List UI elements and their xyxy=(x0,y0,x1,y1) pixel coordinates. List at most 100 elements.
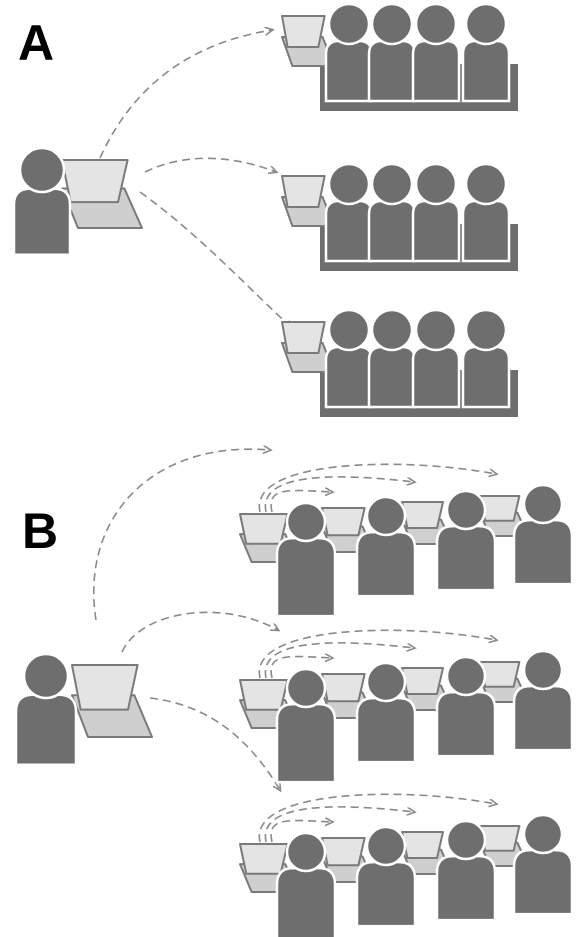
person-head xyxy=(464,162,508,206)
arrow-a-top xyxy=(99,30,272,159)
person-icon xyxy=(275,667,337,784)
person-body xyxy=(512,518,574,586)
laptop-icon xyxy=(281,321,335,373)
person-icon xyxy=(512,483,574,586)
panel-label-b: B xyxy=(22,503,58,559)
person-head xyxy=(327,162,371,206)
person-icon xyxy=(12,146,72,256)
audience-group-a xyxy=(281,162,518,271)
person-body xyxy=(324,345,374,409)
person-head xyxy=(370,2,414,46)
person-head xyxy=(414,162,458,206)
person-body xyxy=(355,530,417,598)
person-body xyxy=(435,854,497,922)
laptop-screen xyxy=(321,507,366,537)
person-head xyxy=(327,308,371,352)
arrow-b-peer xyxy=(264,806,414,843)
person-body xyxy=(12,187,72,256)
laptop-screen xyxy=(71,664,139,711)
person-icon xyxy=(367,162,417,263)
laptop-screen xyxy=(401,501,444,530)
laptop-screen xyxy=(239,679,289,711)
person-head xyxy=(522,483,564,525)
peer-group-b xyxy=(239,813,574,937)
person-icon xyxy=(411,308,461,409)
person-icon xyxy=(435,655,497,758)
person-icon xyxy=(324,308,374,409)
person-icon xyxy=(512,813,574,916)
person-icon xyxy=(435,489,497,592)
person-icon xyxy=(275,831,337,937)
person-head xyxy=(464,2,508,46)
arrow-a-middle xyxy=(144,157,276,172)
person-icon xyxy=(461,308,511,409)
person-head xyxy=(414,2,458,46)
person-head xyxy=(445,489,487,531)
person-body xyxy=(435,524,497,592)
person-icon xyxy=(355,495,417,598)
person-body xyxy=(355,860,417,928)
arrow-b-peer xyxy=(258,629,496,679)
person-icon xyxy=(461,162,511,263)
person-icon xyxy=(367,2,417,103)
peer-group-b xyxy=(239,649,574,784)
person-head xyxy=(285,831,327,873)
person-body xyxy=(367,199,417,263)
person-icon xyxy=(324,162,374,263)
person-body xyxy=(14,693,78,766)
person-head xyxy=(365,825,407,867)
person-body xyxy=(512,684,574,752)
person-body xyxy=(367,345,417,409)
laptop-screen xyxy=(281,175,326,208)
person-body xyxy=(435,690,497,758)
person-body xyxy=(324,39,374,103)
person-icon xyxy=(461,2,511,103)
arrow-b-peer xyxy=(270,821,332,843)
laptop-icon xyxy=(61,159,143,229)
arrow-b-peer xyxy=(258,793,496,843)
audience-group-a xyxy=(281,308,518,417)
person-icon xyxy=(275,501,337,618)
laptop-screen xyxy=(239,513,289,545)
laptop-screen xyxy=(401,831,444,860)
arrow-b-middle xyxy=(121,611,278,653)
person-head xyxy=(285,501,327,543)
person-icon xyxy=(324,2,374,103)
person-body xyxy=(411,39,461,103)
person-body xyxy=(411,345,461,409)
person-body xyxy=(275,536,337,618)
person-body xyxy=(461,199,511,263)
person-body xyxy=(461,345,511,409)
person-body xyxy=(275,866,337,937)
arrow-a-bottom xyxy=(139,191,292,328)
person-head xyxy=(365,495,407,537)
person-head xyxy=(370,308,414,352)
laptop-screen xyxy=(401,667,444,696)
laptop-screen xyxy=(281,321,326,354)
person-icon xyxy=(355,825,417,928)
person-head xyxy=(370,162,414,206)
arrow-b-bottom xyxy=(149,697,280,790)
person-icon xyxy=(512,649,574,752)
person-head xyxy=(414,308,458,352)
person-head xyxy=(464,308,508,352)
arrow-b-peer xyxy=(264,642,414,679)
person-head xyxy=(522,813,564,855)
person-icon xyxy=(411,2,461,103)
person-head xyxy=(285,667,327,709)
arrow-b-peer xyxy=(264,476,414,513)
person-head xyxy=(522,649,564,691)
laptop-icon xyxy=(281,15,335,67)
laptop-screen xyxy=(321,837,366,867)
person-body xyxy=(512,848,574,916)
person-icon xyxy=(435,819,497,922)
person-head xyxy=(22,652,70,700)
peer-group-b xyxy=(239,483,574,618)
person-icon xyxy=(355,661,417,764)
panel-label-a: A xyxy=(18,15,54,71)
person-icon xyxy=(367,308,417,409)
person-body xyxy=(275,702,337,784)
person-head xyxy=(18,146,66,194)
person-body xyxy=(355,696,417,764)
